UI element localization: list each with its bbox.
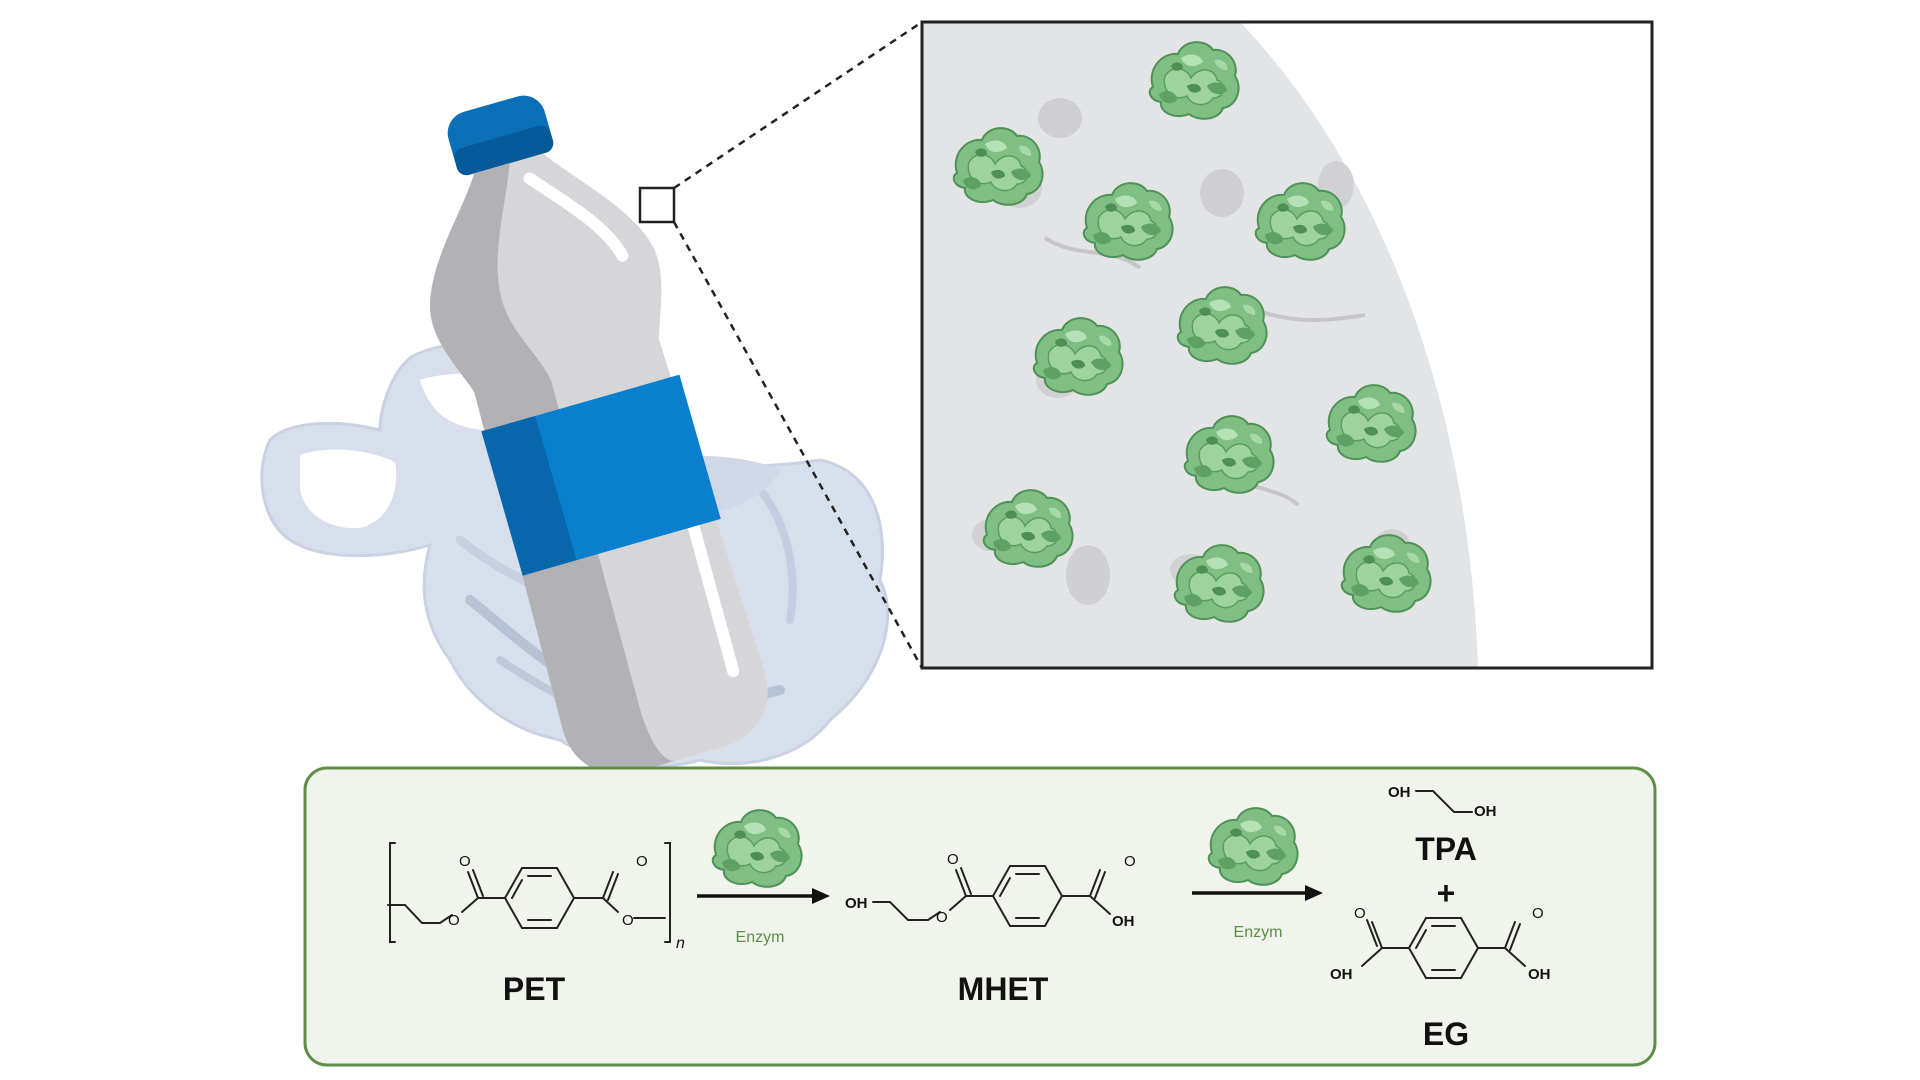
svg-text:O: O [1532,905,1544,922]
zoom-panel [920,20,1654,670]
plastic-bottle-icon [430,95,768,775]
svg-text:OH: OH [1474,803,1497,820]
svg-text:O: O [448,912,460,929]
svg-text:O: O [636,853,648,870]
enzyme-label-1: Enzym [736,929,785,946]
svg-text:OH: OH [1528,966,1551,983]
enzyme-label-2: Enzym [1234,924,1283,941]
mhet-label: MHET [958,971,1049,1007]
svg-text:OH: OH [845,895,868,912]
svg-text:O: O [1354,905,1366,922]
svg-text:O: O [622,912,634,929]
mhet-structure: OH O O O OH [845,851,1136,930]
svg-text:OH: OH [1112,913,1135,930]
svg-text:n: n [676,935,685,952]
zoom-source-square [638,186,676,224]
svg-text:O: O [1124,853,1136,870]
tpa-label: TPA [1415,831,1477,867]
ethylene-glycol-structure: OH OH [1388,784,1497,820]
terephthalic-acid-structure: O OH O OH [1330,905,1551,983]
svg-text:O: O [459,853,471,870]
pet-label: PET [503,971,566,1007]
reaction-panel: O O O O n PET Enzym OH O [303,766,1657,1067]
zoom-connector-top [673,20,923,190]
plus-sign: + [1437,875,1456,911]
eg-label: EG [1423,1016,1469,1052]
svg-text:O: O [947,851,959,868]
svg-text:OH: OH [1330,966,1353,983]
svg-text:OH: OH [1388,784,1411,801]
svg-text:O: O [936,909,948,926]
pet-structure: O O O O n [387,842,685,952]
